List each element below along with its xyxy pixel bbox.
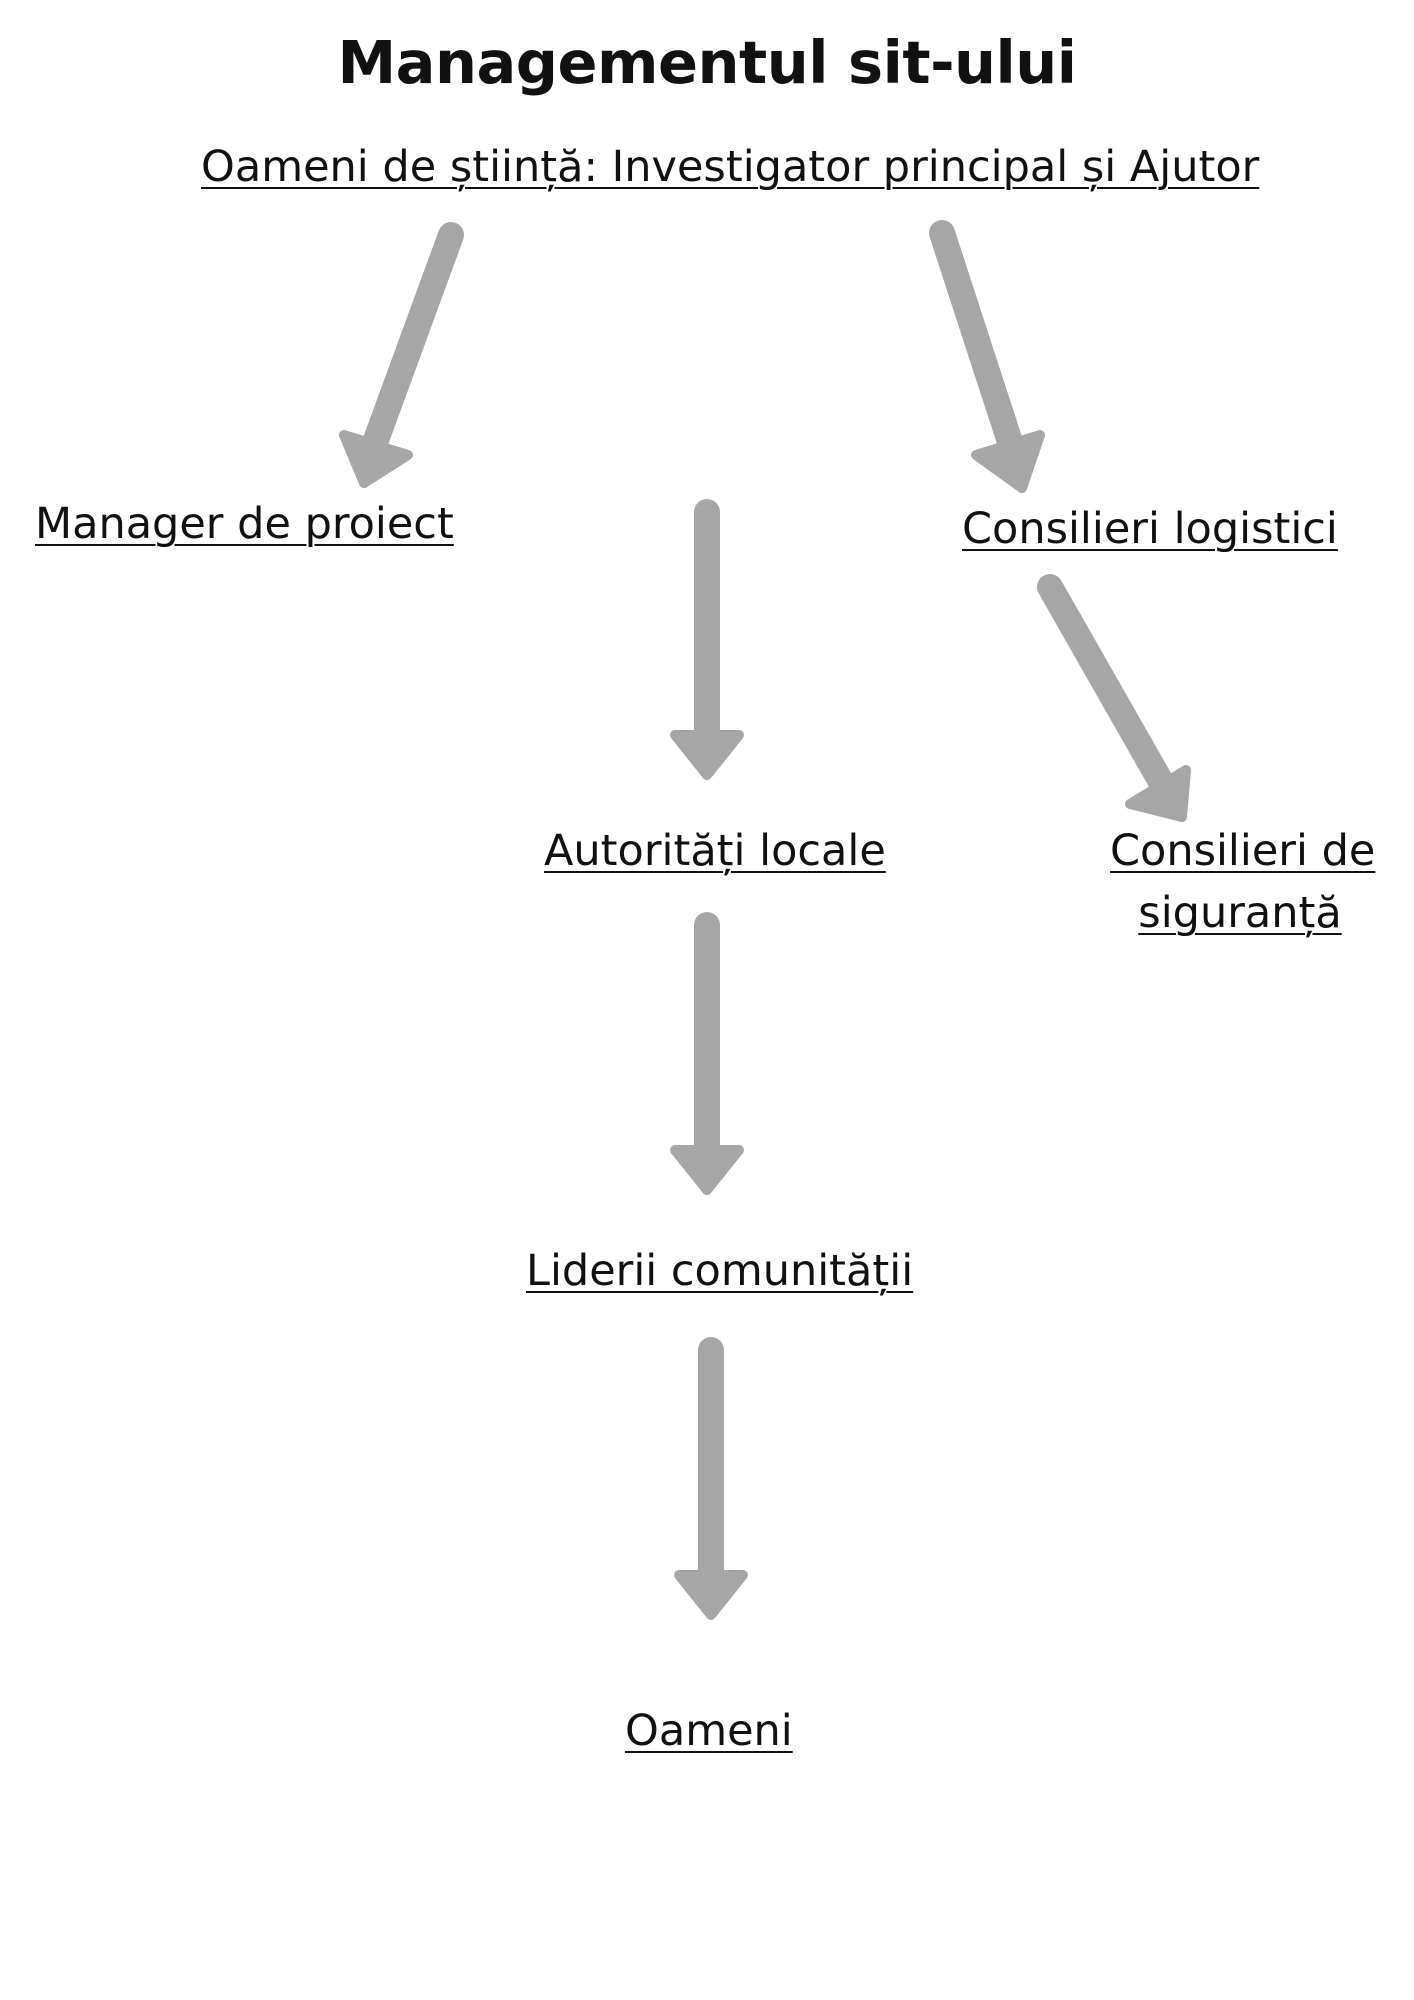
node-scientists: Oameni de știință: Investigator principa… [201, 142, 1260, 192]
diagram-title: Managementul sit-ului [337, 28, 1077, 97]
node-local-authorities: Autorități locale [544, 826, 886, 876]
arrow-scientists-to-project-manager [363, 222, 464, 453]
node-safety-advisors-line1: Consilieri de [1110, 826, 1376, 876]
node-safety-advisors-line2: siguranță [1138, 888, 1342, 938]
node-people: Oameni [625, 1706, 793, 1756]
arrowhead-people [674, 1570, 748, 1620]
arrowhead-logistic-advisors [971, 430, 1045, 493]
arrowhead-local-authorities [670, 730, 744, 780]
node-community-leaders: Liderii comunității [526, 1246, 914, 1296]
arrowhead-community-leaders [670, 1145, 744, 1195]
arrowhead-safety-advisors [1125, 765, 1191, 822]
node-logistic-advisors: Consilieri logistici [962, 504, 1338, 554]
arrow-logistic-to-safety-advisors [1037, 574, 1173, 793]
arrow-scientists-to-logistic-advisors [929, 220, 1025, 461]
arrowhead-project-manager [339, 430, 413, 488]
node-project-manager: Manager de proiect [35, 499, 454, 549]
node-safety-advisors: Consilieri de siguranță [1110, 820, 1376, 944]
